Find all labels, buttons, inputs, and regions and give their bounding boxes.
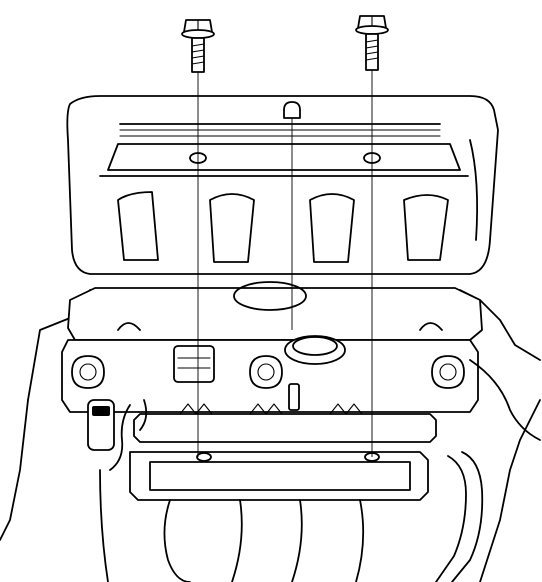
cover-cap-nub bbox=[283, 101, 301, 119]
plug-well-2-hole bbox=[257, 363, 275, 381]
cover-shell bbox=[66, 95, 499, 275]
plug-well-1 bbox=[71, 355, 105, 389]
left-hose bbox=[99, 469, 109, 582]
manifold-bracket-inner bbox=[149, 461, 411, 491]
boss-left bbox=[117, 322, 141, 331]
pcv-valve bbox=[288, 383, 300, 411]
hex-flange-bolt-right bbox=[355, 15, 389, 71]
head-cover-top bbox=[67, 287, 483, 341]
runner-4 bbox=[355, 499, 365, 582]
bolt-left-shank bbox=[191, 37, 205, 73]
boss-right bbox=[419, 322, 443, 331]
harness-clip-left bbox=[139, 399, 148, 431]
plug-well-2 bbox=[249, 355, 283, 389]
cover-channel bbox=[107, 143, 461, 171]
plug-well-1-hole bbox=[79, 363, 97, 381]
runner-2 bbox=[231, 499, 243, 582]
runner-1 bbox=[163, 499, 191, 582]
harness-rail bbox=[133, 413, 437, 443]
cover-right-contour bbox=[469, 139, 479, 241]
filler-neck bbox=[284, 335, 346, 365]
cover-rib-4 bbox=[403, 194, 449, 261]
engine-outline-right bbox=[479, 399, 541, 582]
sensor-canister-band bbox=[92, 406, 110, 416]
bolt-left-threads bbox=[191, 43, 205, 65]
harness-serrations bbox=[179, 403, 363, 415]
coolant-hose-outer bbox=[451, 451, 484, 582]
coil-connector bbox=[173, 345, 215, 383]
bolt-right-flange bbox=[355, 25, 389, 35]
engine-assembly bbox=[0, 281, 541, 582]
cover-rib-1 bbox=[117, 191, 159, 261]
runner-3 bbox=[291, 499, 303, 582]
harness-cable-left bbox=[109, 404, 131, 471]
oil-filler-cap bbox=[233, 281, 307, 311]
cover-rib-2 bbox=[209, 193, 255, 263]
hex-flange-bolt-left bbox=[181, 19, 215, 73]
manifold-bracket bbox=[129, 451, 429, 501]
plug-well-3 bbox=[431, 355, 465, 389]
engine-cover bbox=[66, 95, 499, 275]
bracket-hole-left bbox=[196, 452, 212, 462]
coolant-hose-inner bbox=[435, 455, 467, 582]
engine-outline-left bbox=[0, 399, 29, 541]
filler-neck-inner bbox=[292, 336, 338, 356]
cover-rib-3 bbox=[309, 193, 355, 263]
bolt-right-threads bbox=[365, 39, 379, 61]
plug-well-3-hole bbox=[439, 363, 457, 381]
right-harness bbox=[469, 359, 541, 441]
bolt-left-flange bbox=[181, 29, 215, 39]
alignment-lines bbox=[197, 70, 373, 457]
head-cover-side bbox=[61, 339, 479, 413]
